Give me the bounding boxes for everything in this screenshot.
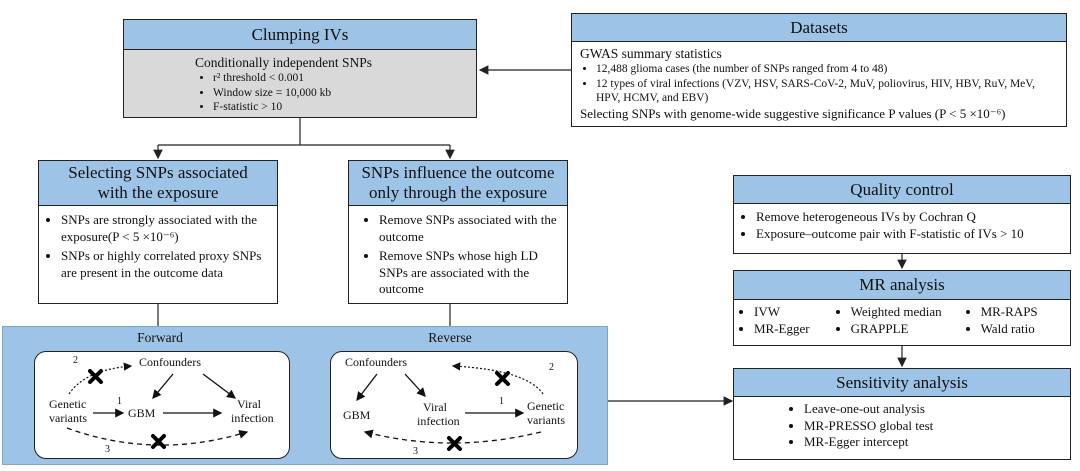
reverse-x-mark-2 [495,371,510,386]
mr-header: MR analysis [733,270,1071,300]
forward-arrows [66,362,249,449]
outcome-body: Remove SNPs associated with the outcome … [348,205,568,304]
reverse-num-2: 2 [549,362,554,373]
outcome-item: Remove SNPs whose high LD SNPs are assoc… [379,248,561,298]
outcome-title: SNPs influence the outcome only through … [361,163,555,202]
clumping-body: Conditionally independent SNPs r² thresh… [123,49,477,118]
quality-header: Quality control [733,175,1071,204]
outcome-item: Remove SNPs associated with the outcome [379,212,561,245]
exposure-header: Selecting SNPs associated with the expos… [38,160,278,206]
forward-diagram: Confounders Genetic variants GBM Viral i… [34,351,290,459]
forward-num-1: 1 [117,396,122,407]
quality-body: Remove heterogeneous IVs by Cochran Q Ex… [733,203,1071,254]
reverse-variants: variants [527,413,565,427]
mr-title: MR analysis [859,275,945,294]
forward-variants: variants [49,411,87,425]
forward-num-3: 3 [105,444,110,455]
quality-item: Remove heterogeneous IVs by Cochran Q [756,209,1066,226]
reverse-num-3: 3 [413,446,418,457]
reverse-arrows [356,362,544,451]
exposure-body: SNPs are strongly associated with the ex… [38,205,278,304]
sensitivity-item: Leave-one-out analysis [804,401,1066,418]
outcome-header: SNPs influence the outcome only through … [348,160,568,206]
quality-title: Quality control [850,179,954,199]
reverse-infection: infection [417,414,460,428]
mr-method: GRAPPLE [851,321,963,338]
reverse-gbm: GBM [343,408,371,422]
reverse-diagram: Confounders GBM Viral infection Genetic … [330,351,578,459]
forward-infection: infection [231,411,274,425]
sensitivity-header: Sensitivity analysis [733,368,1071,397]
reverse-dashed-arrow [363,429,542,444]
datasets-footer: Selecting SNPs with genome-wide suggesti… [580,105,1006,121]
sensitivity-title: Sensitivity analysis [836,372,968,392]
datasets-item: 12,488 glioma cases (the number of SNPs … [596,62,1062,77]
mr-method: Weighted median [851,304,963,321]
forward-dotted-arrow [68,362,133,395]
quality-item: Exposure–outcome pair with F-statistic o… [756,226,1066,243]
forward-gbm: GBM [128,406,156,420]
mr-method: MR-Egger [754,321,833,338]
sensitivity-item: MR-Egger intercept [804,434,1066,451]
reverse-label: Reverse [428,330,472,345]
clumping-subtitle: Conditionally independent SNPs [195,55,372,70]
forward-x-mark-3 [151,434,166,449]
clumping-title: Clumping IVs [251,24,349,44]
reverse-confounders: Confounders [345,355,407,369]
reverse-num-1: 1 [499,396,504,407]
forward-x-mark-2 [88,369,103,384]
mr-method: MR-RAPS [981,304,1068,321]
reverse-arrow-conf-viral [404,373,426,397]
forward-arrow-conf-viral [202,373,237,399]
clumping-header: Clumping IVs [123,19,477,50]
mr-method: Wald ratio [981,321,1068,338]
datasets-title: Datasets [790,17,848,37]
forward-label: Forward [137,330,183,345]
clumping-item: r² threshold < 0.001 [213,71,476,86]
datasets-heading: GWAS summary statistics [580,46,722,61]
mr-method: IVW [754,304,833,321]
forward-viral: Viral [237,397,261,411]
sensitivity-body: Leave-one-out analysis MR-PRESSO global … [733,396,1071,460]
exposure-item: SNPs or highly correlated proxy SNPs are… [61,248,271,281]
reverse-viral: Viral [423,400,447,414]
datasets-header: Datasets [571,13,1067,42]
exposure-item: SNPs are strongly associated with the ex… [61,212,271,245]
datasets-item: 12 types of viral infections (VZV, HSV, … [596,77,1062,106]
reverse-genetic: Genetic [527,399,565,413]
exposure-title: Selecting SNPs associated with the expos… [68,163,248,202]
datasets-body: GWAS summary statistics 12,488 glioma ca… [571,41,1067,127]
sensitivity-item: MR-PRESSO global test [804,418,1066,435]
reverse-arrow-conf-gbm [356,373,378,402]
mr-body: IVW MR-Egger Weighted median GRAPPLE MR-… [733,299,1071,346]
forward-confounders: Confounders [139,355,201,369]
forward-genetic: Genetic [49,397,87,411]
reverse-dotted-arrow [451,362,544,395]
forward-arrow-conf-gbm [152,373,174,399]
clumping-item: F-statistic > 10 [213,100,476,115]
reverse-x-mark-3 [447,436,462,451]
clumping-item: Window size = 10,000 kb [213,86,476,101]
forward-num-2: 2 [73,355,78,366]
